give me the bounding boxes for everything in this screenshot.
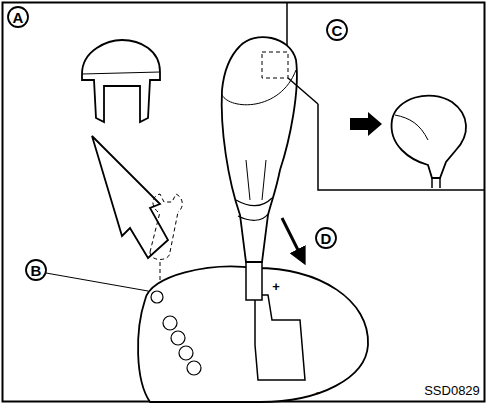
callout-letter: A <box>13 10 24 25</box>
callout-letter: B <box>31 263 42 278</box>
figure-code: SSD0829 <box>424 384 480 397</box>
callout-letter: D <box>321 231 332 246</box>
callout-letter: C <box>332 23 343 38</box>
gate-sign: - <box>316 386 320 399</box>
gate-sign: + <box>272 280 280 293</box>
